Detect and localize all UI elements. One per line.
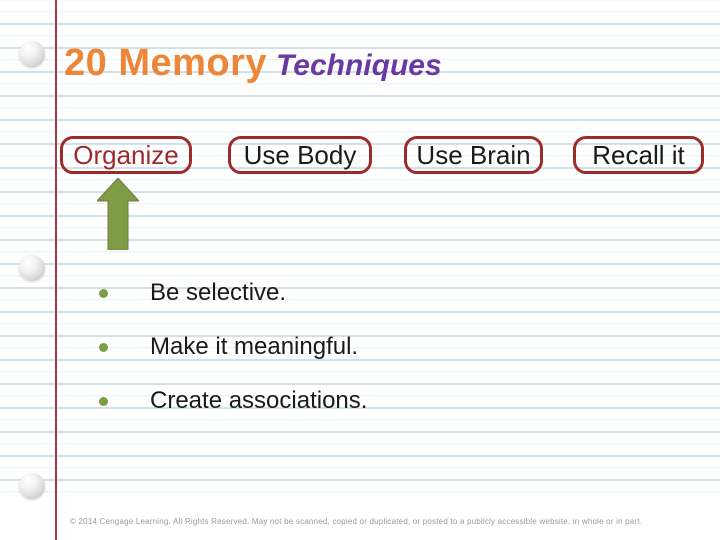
list-item: Create associations. — [99, 387, 367, 415]
tab-label: Use Brain — [416, 139, 531, 170]
tab-use-brain[interactable]: Use Brain — [404, 136, 543, 174]
title-main: 20 Memory — [64, 42, 268, 84]
bullet-icon — [99, 342, 108, 352]
bullet-icon — [99, 288, 108, 298]
tab-recall-it[interactable]: Recall it — [573, 136, 704, 174]
bullet-text: Make it meaningful. — [150, 333, 359, 360]
margin-line — [55, 0, 57, 540]
up-arrow-icon — [97, 178, 139, 250]
tab-label: Use Body — [243, 139, 357, 170]
hole-punch — [19, 473, 45, 499]
tab-use-body[interactable]: Use Body — [228, 136, 372, 174]
hole-punch — [19, 255, 45, 281]
bullet-icon — [99, 396, 108, 406]
footer-background — [0, 502, 720, 540]
bullet-text: Be selective. — [150, 279, 287, 306]
list-item: Be selective. — [99, 279, 367, 307]
title-sub: Techniques — [276, 49, 442, 82]
copyright-footer: © 2014 Cengage Learning. All Rights Rese… — [70, 517, 643, 526]
bullet-list: Be selective. Make it meaningful. Create… — [99, 279, 367, 441]
tab-label: Recall it — [592, 139, 685, 170]
list-item: Make it meaningful. — [99, 333, 367, 361]
tab-organize[interactable]: Organize — [60, 136, 192, 174]
hole-punch — [19, 41, 45, 67]
tab-label: Organize — [73, 139, 179, 170]
bullet-text: Create associations. — [150, 387, 368, 414]
